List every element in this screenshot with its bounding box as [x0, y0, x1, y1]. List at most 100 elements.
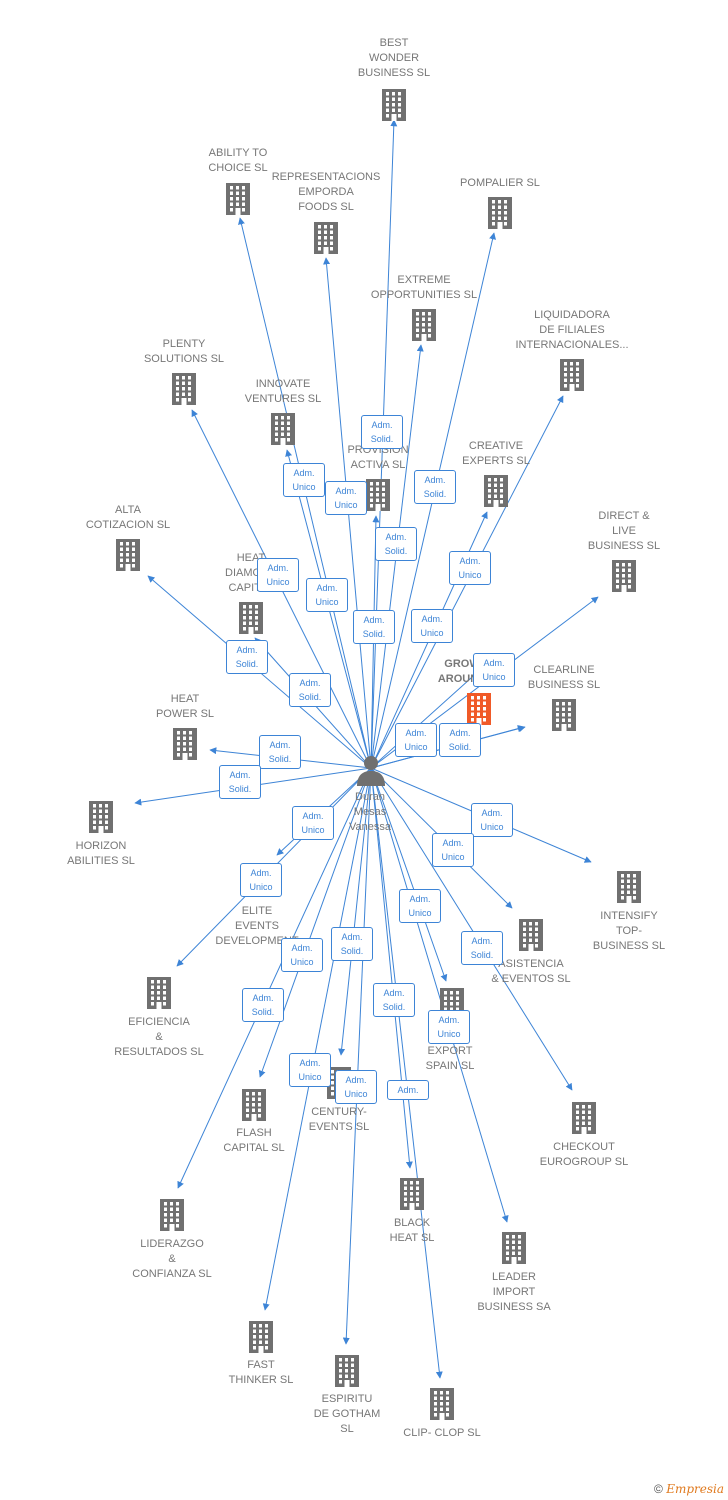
company-node-representaciones[interactable]: REPRESENTACIONS EMPORDA FOODS SL — [261, 170, 391, 215]
role-badge[interactable]: Adm. Solid. — [439, 723, 481, 757]
edge-espiritu — [342, 767, 372, 1345]
company-node-clearline[interactable]: CLEARLINE BUSINESS SL — [499, 663, 629, 693]
building-icon[interactable] — [414, 691, 544, 725]
building-icon[interactable] — [564, 869, 694, 903]
building-icon[interactable] — [63, 537, 193, 571]
building-icon[interactable] — [218, 411, 348, 445]
company-node-liderazgo[interactable]: LIDERAZGO & CONFIANZA SL — [107, 1237, 237, 1282]
company-node-black-heat[interactable]: BLACK HEAT SL — [347, 1216, 477, 1246]
role-badge[interactable]: Adm. Unico — [257, 558, 299, 592]
company-node-espiritu[interactable]: ESPIRITU DE GOTHAM SL — [282, 1392, 412, 1437]
company-label: ASISTENCIA & EVENTOS SL — [491, 958, 571, 985]
company-node-pompalier[interactable]: POMPALIER SL — [435, 176, 565, 191]
building-icon[interactable] — [466, 917, 596, 951]
company-node-checkout[interactable]: CHECKOUT EUROGROUP SL — [519, 1140, 649, 1170]
company-node-flash-capital[interactable]: FLASH CAPITAL SL — [189, 1126, 319, 1156]
company-label: INNOVATE VENTURES SL — [244, 378, 322, 405]
role-badge[interactable]: Adm. Unico — [281, 938, 323, 972]
role-badge[interactable]: Adm. Solid. — [226, 640, 268, 674]
building-icon[interactable] — [119, 371, 249, 405]
company-node-export-spain[interactable]: EXPORT SPAIN SL — [385, 1044, 515, 1074]
company-node-extreme[interactable]: EXTREME OPPORTUNITIES SL — [359, 273, 489, 303]
role-badge[interactable]: Adm. Unico — [432, 833, 474, 867]
role-badge[interactable]: Adm. Solid. — [375, 527, 417, 561]
building-icon[interactable] — [189, 1087, 319, 1121]
company-node-innovate[interactable]: INNOVATE VENTURES SL — [218, 377, 348, 407]
brand-logo: Empresia — [666, 1482, 724, 1496]
role-badge[interactable]: Adm. Unico — [399, 889, 441, 923]
role-badge[interactable]: Adm. Solid. — [242, 988, 284, 1022]
company-node-asistencia[interactable]: ASISTENCIA & EVENTOS SL — [466, 957, 596, 987]
role-badge[interactable]: Adm. Unico — [428, 1010, 470, 1044]
role-badge[interactable]: Adm. Unico — [449, 551, 491, 585]
building-icon[interactable] — [359, 307, 489, 341]
building-icon[interactable] — [377, 1386, 507, 1420]
company-node-eficiencia[interactable]: EFICIENCIA & RESULTADOS SL — [94, 1015, 224, 1060]
role-badge[interactable]: Adm. Solid. — [373, 983, 415, 1017]
person-icon[interactable] — [356, 754, 386, 786]
building-icon[interactable] — [499, 697, 629, 731]
role-badge[interactable]: Adm. Unico — [306, 578, 348, 612]
role-badge[interactable]: Adm. Solid. — [259, 735, 301, 769]
company-node-best-wonder[interactable]: BEST WONDER BUSINESS SL — [329, 36, 459, 81]
building-icon[interactable] — [261, 220, 391, 254]
building-icon[interactable] — [186, 600, 316, 634]
company-label: EXPORT SPAIN SL — [425, 1045, 475, 1072]
role-badge[interactable]: Adm. Unico — [471, 803, 513, 837]
role-badge[interactable]: Adm. Unico — [325, 481, 367, 515]
building-icon[interactable] — [329, 87, 459, 121]
company-node-ability[interactable]: ABILITY TO CHOICE SL — [173, 146, 303, 176]
role-badge[interactable]: Adm. Unico — [335, 1070, 377, 1104]
company-node-leader-import[interactable]: LEADER IMPORT BUSINESS SA — [449, 1270, 579, 1315]
company-label: FAST THINKER SL — [228, 1359, 294, 1386]
building-icon[interactable] — [435, 195, 565, 229]
building-icon[interactable] — [519, 1100, 649, 1134]
role-badge[interactable]: Adm. Solid. — [353, 610, 395, 644]
company-node-plenty[interactable]: PLENTY SOLUTIONS SL — [119, 337, 249, 367]
building-icon[interactable] — [347, 1176, 477, 1210]
company-node-direct-live[interactable]: DIRECT & LIVE BUSINESS SL — [559, 509, 689, 554]
company-node-alta[interactable]: ALTA COTIZACION SL — [63, 503, 193, 533]
building-icon[interactable] — [449, 1230, 579, 1264]
building-icon[interactable] — [173, 181, 303, 215]
role-badge[interactable]: Adm. Unico — [283, 463, 325, 497]
role-badge[interactable]: Adm. Solid. — [461, 931, 503, 965]
company-node-horizon[interactable]: HORIZON ABILITIES SL — [36, 839, 166, 869]
role-badge[interactable]: Adm. Solid. — [331, 927, 373, 961]
role-badge[interactable]: Adm. Unico — [395, 723, 437, 757]
role-badge[interactable]: Adm. Unico — [240, 863, 282, 897]
building-icon[interactable] — [107, 1197, 237, 1231]
company-node-clip-clop[interactable]: CLIP- CLOP SL — [377, 1426, 507, 1441]
company-node-creative[interactable]: CREATIVE EXPERTS SL — [431, 439, 561, 469]
role-badge[interactable]: Adm. Solid. — [361, 415, 403, 449]
building-icon[interactable] — [507, 357, 637, 391]
building-icon[interactable] — [282, 1353, 412, 1387]
edge-liderazgo — [177, 767, 372, 1189]
building-icon[interactable] — [313, 477, 443, 511]
company-label: LIDERAZGO & CONFIANZA SL — [132, 1238, 212, 1280]
building-icon[interactable] — [196, 1319, 326, 1353]
company-label: BLACK HEAT SL — [389, 1217, 435, 1244]
role-badge[interactable]: Adm. Solid. — [219, 765, 261, 799]
role-badge[interactable]: Adm. Unico — [289, 1053, 331, 1087]
role-badge[interactable]: Adm. Solid. — [289, 673, 331, 707]
person-name[interactable]: Duran Mesas Vanessa — [349, 791, 391, 833]
company-node-fast-thinker[interactable]: FAST THINKER SL — [196, 1358, 326, 1388]
role-badge[interactable]: Adm. — [387, 1080, 429, 1100]
edge-leader-import — [370, 767, 509, 1223]
building-icon[interactable] — [36, 799, 166, 833]
role-badge[interactable]: Adm. Unico — [292, 806, 334, 840]
role-badge[interactable]: Adm. Unico — [473, 653, 515, 687]
role-badge[interactable]: Adm. Solid. — [414, 470, 456, 504]
role-badge[interactable]: Adm. Unico — [411, 609, 453, 643]
company-label: HEAT POWER SL — [155, 693, 215, 720]
company-node-intensify[interactable]: INTENSIFY TOP- BUSINESS SL — [564, 909, 694, 954]
building-icon[interactable] — [559, 558, 689, 592]
building-icon[interactable] — [431, 473, 561, 507]
company-node-century-events[interactable]: CENTURY- EVENTS SL — [274, 1105, 404, 1135]
company-node-heat-power[interactable]: HEAT POWER SL — [120, 692, 250, 722]
building-icon[interactable] — [94, 975, 224, 1009]
building-icon[interactable] — [120, 726, 250, 760]
company-node-elite-events[interactable]: ELITE EVENTS DEVELOPMENT — [192, 904, 322, 949]
company-node-liquidadora[interactable]: LIQUIDADORA DE FILIALES INTERNACIONALES.… — [507, 308, 637, 353]
